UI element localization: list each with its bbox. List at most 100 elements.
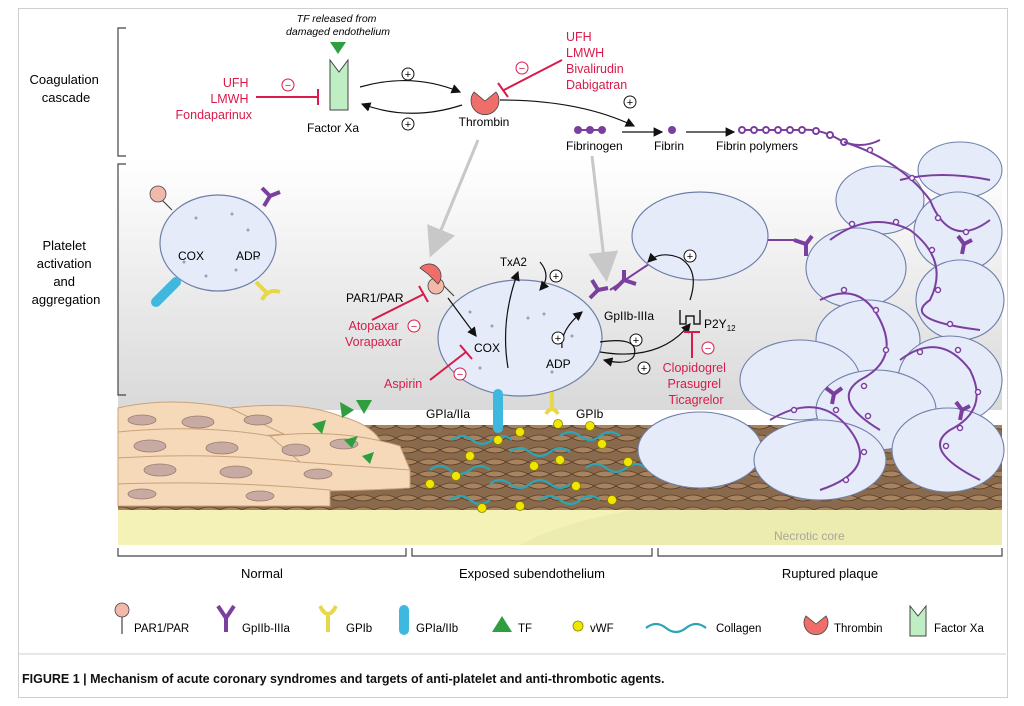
- svg-text:+: +: [555, 333, 561, 345]
- fibrinogen-to-gpiib-arrow: [588, 155, 619, 282]
- legend-tf: TF: [492, 616, 532, 635]
- gpia-label: GPIa/IIa: [426, 407, 470, 421]
- thrombus-platelets: [637, 141, 1005, 501]
- par-to-cox-arrow: [447, 297, 477, 337]
- legend-factor-xa: Factor Xa: [909, 604, 984, 637]
- thrombin-inhibition-bar: [497, 82, 509, 98]
- p2y12-minus-sign: −: [705, 343, 711, 355]
- cox-to-txa2-arrow: [504, 270, 520, 369]
- gpib-label: GPIb: [576, 407, 604, 421]
- zone-brackets: [117, 548, 1003, 557]
- plus-icon: +: [623, 95, 637, 109]
- resting-gpiib-receptor: [260, 186, 281, 208]
- adp-feedback-arrow: [599, 340, 636, 367]
- resting-par-receptor: [149, 185, 173, 211]
- thrombin-shape: [470, 91, 500, 115]
- fibrin-label: Fibrin: [654, 139, 684, 153]
- fibrinogen-shape: [574, 126, 606, 134]
- activated-par-receptor: [419, 263, 455, 297]
- legend-vwf: vWF: [572, 620, 614, 635]
- adp-to-gpiib-arrow: [561, 311, 583, 349]
- fibrin-mesh-nodes: [790, 146, 982, 484]
- legend-gpib: GPIb: [318, 605, 372, 635]
- zone-normal-label: Normal: [241, 566, 283, 581]
- activated-adp-label: ADP: [546, 357, 571, 371]
- resting-gpia-receptor: [151, 277, 181, 307]
- plus-icon: +: [629, 333, 643, 347]
- tf-triangles: [312, 400, 374, 464]
- thrombin-label: Thrombin: [459, 115, 510, 129]
- svg-text:+: +: [405, 119, 411, 131]
- svg-text:+: +: [687, 251, 693, 263]
- zone-ruptured-label: Ruptured plaque: [782, 566, 878, 581]
- svg-text:Collagen: Collagen: [716, 623, 761, 635]
- section-coagulation-line2: cascade: [42, 90, 90, 105]
- aggregating-platelet: [631, 191, 769, 281]
- section-brackets: [117, 27, 126, 396]
- thrombin-minus-sign: −: [519, 63, 525, 75]
- svg-text:+: +: [553, 271, 559, 283]
- txa2-label: TxA2: [500, 257, 527, 269]
- par-minus-icon: [407, 319, 421, 333]
- plus-icon: +: [401, 67, 415, 81]
- aspirin-label: Aspirin: [384, 377, 422, 391]
- svg-text:+: +: [641, 363, 647, 375]
- legend-par: PAR1/PAR: [114, 602, 189, 635]
- fibrin-polymers-label: Fibrin polymers: [716, 139, 798, 153]
- fibrin-polymer-chain: [738, 126, 881, 146]
- svg-text:PAR1/PAR: PAR1/PAR: [134, 623, 189, 635]
- xa-to-thrombin-arrow: [359, 79, 462, 94]
- p2y12-minus-icon: [701, 341, 715, 355]
- section-coagulation-label: Coagulation cascade: [29, 72, 102, 105]
- gpib-anchor: [544, 392, 560, 416]
- p2y12-inhibitor-list: Clopidogrel Prasugrel Ticagrelor: [663, 361, 730, 407]
- plus-icon: +: [683, 249, 697, 263]
- thrombin-inhibitor-list: UFH LMWH Bivalirudin Dabigatran: [566, 30, 627, 92]
- thrombin-to-fibrinogen-arrow: [499, 99, 636, 127]
- tf-triangle: [330, 42, 346, 54]
- section-platelet-label: Platelet activation and aggregation: [32, 238, 101, 307]
- svg-text:vWF: vWF: [590, 623, 614, 635]
- zone-exposed-label: Exposed subendothelium: [459, 566, 605, 581]
- collagen-fibers: [429, 430, 647, 506]
- fibrin-shape: [668, 126, 676, 134]
- gpiib-label: GpIIb-IIIa: [604, 309, 654, 323]
- vwf-dots: [425, 421, 633, 513]
- vwf-dot: [553, 419, 563, 429]
- resting-adp-label: ADP: [236, 249, 261, 263]
- aspirin-inhibition-line: [429, 351, 467, 381]
- plus-icon: +: [551, 331, 565, 345]
- factor-xa-shape: [329, 58, 349, 111]
- factor-xa-label: Factor Xa: [307, 121, 359, 135]
- fibrin-mesh: [769, 141, 991, 491]
- svg-text:Factor Xa: Factor Xa: [934, 623, 984, 635]
- activated-platelet-granules: [468, 310, 574, 374]
- par-inhibition-line: [371, 293, 425, 321]
- p2y12-to-platelet-arrow: [647, 252, 694, 301]
- section-coagulation-line1: Coagulation: [29, 72, 98, 87]
- svg-text:TF: TF: [518, 623, 532, 635]
- svg-text:+: +: [633, 335, 639, 347]
- xa-minus-icon: [281, 78, 295, 92]
- svg-text:GPIb: GPIb: [346, 623, 372, 635]
- tf-release-note: TF released from damaged endothelium: [286, 13, 390, 38]
- plus-icon: +: [637, 361, 651, 375]
- thrombin-to-xa-arrow: [360, 102, 463, 114]
- thrombus-gpiib-receptors: [824, 234, 973, 421]
- caption-text: Mechanism of acute coronary syndromes an…: [90, 672, 665, 686]
- p2y12-receptor: [679, 310, 701, 325]
- endothelial-cells: [117, 401, 411, 507]
- legend-collagen: Collagen: [645, 622, 761, 635]
- legend-gpiib: GpIIb-IIIa: [216, 604, 291, 635]
- legend: PAR1/PAR GpIIb-IIIa GPIb GPIa/IIb TF vWF…: [114, 602, 984, 637]
- resting-gpib-receptor: [254, 280, 281, 301]
- endothelial-nuclei: [127, 414, 359, 502]
- legend-thrombin: Thrombin: [803, 615, 883, 636]
- resting-platelet: [159, 194, 277, 292]
- par-inhibition-bar: [418, 285, 429, 303]
- svg-text:GPIa/IIb: GPIa/IIb: [416, 623, 458, 635]
- activated-cox-label: COX: [474, 341, 500, 355]
- txa2-feedback-arrow: [539, 261, 550, 291]
- resting-cox-label: COX: [178, 249, 204, 263]
